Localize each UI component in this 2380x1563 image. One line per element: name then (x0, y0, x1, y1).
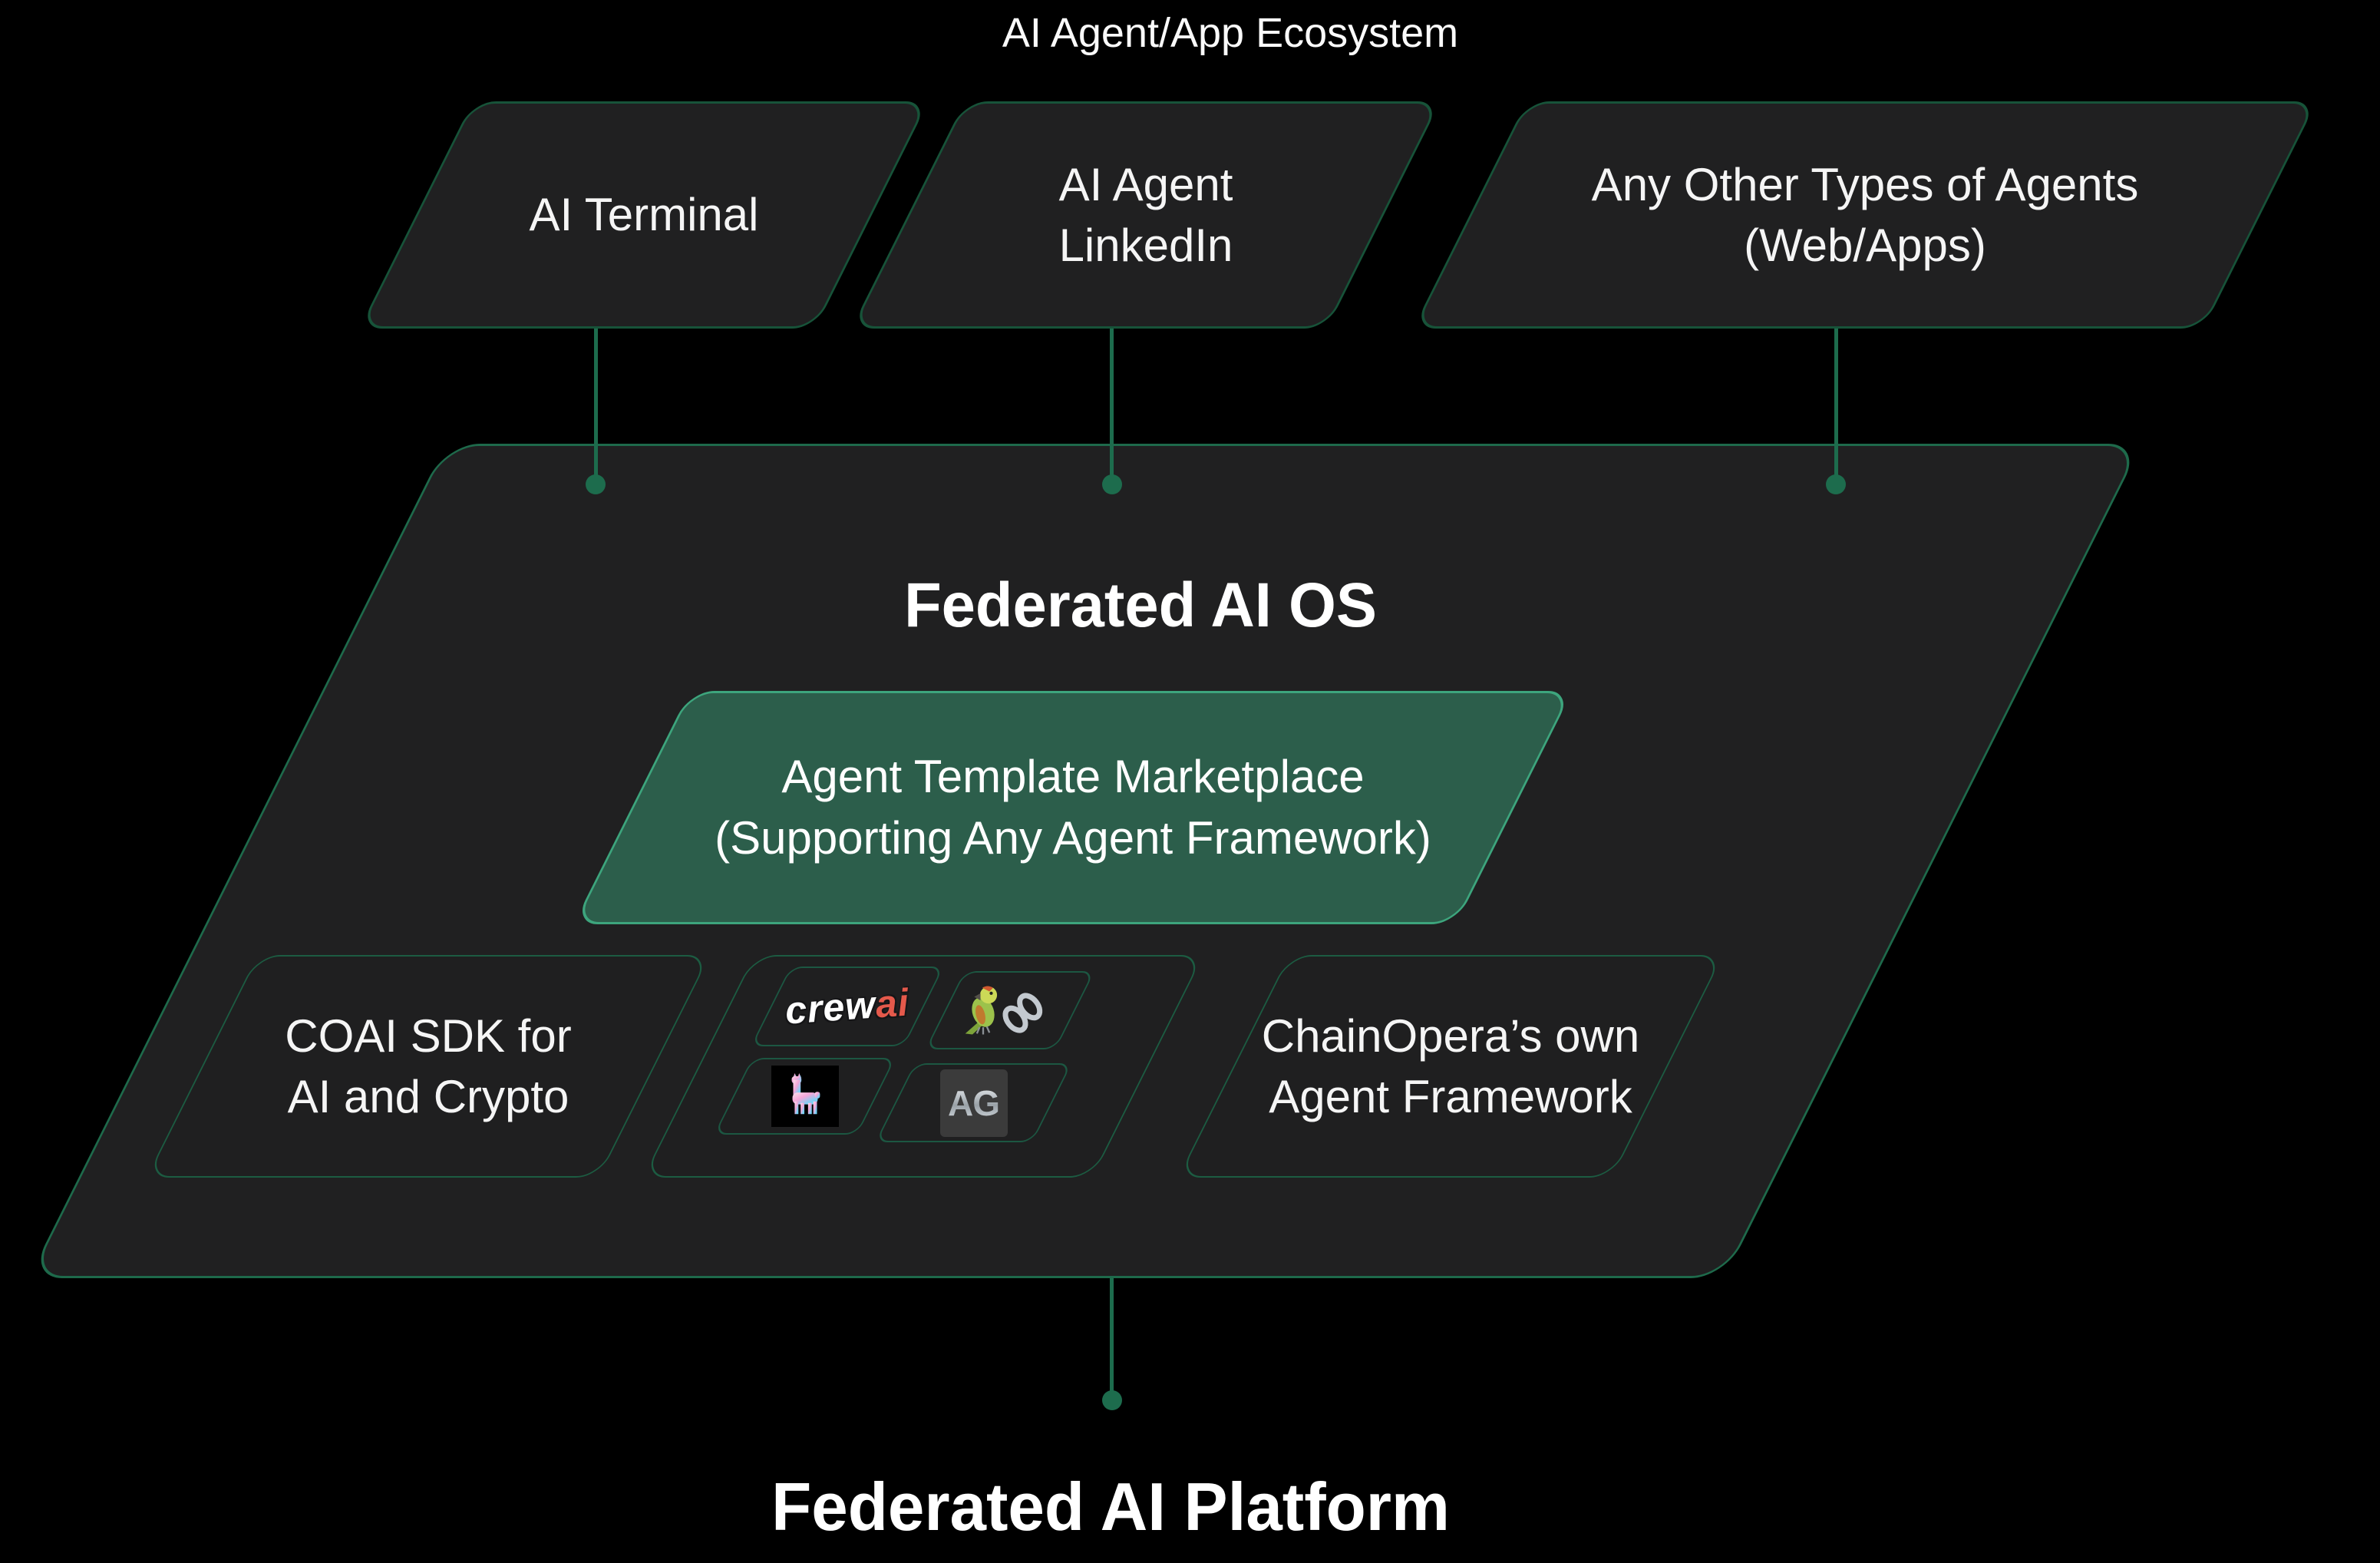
crewai-logo: crewai (784, 980, 911, 1033)
marketplace-label-line2: (Supporting Any Agent Framework) (715, 812, 1431, 864)
ai-agent-linkedin-label-line1: AI Agent (1058, 158, 1233, 210)
parrot-icon (965, 986, 998, 1035)
other-agents-box: Any Other Types of Agents (Web/Apps) (1412, 101, 2318, 329)
federated-ai-os-title: Federated AI OS (904, 570, 1377, 640)
ai-terminal-label: AI Terminal (529, 189, 759, 241)
connector-line-2 (1110, 329, 1114, 484)
chainopera-label-line1: ChainOpera’s own (1261, 1010, 1640, 1062)
autogen-tile: AG (875, 1063, 1072, 1142)
chainopera-framework-box: ChainOpera’s own Agent Framework (1177, 955, 1724, 1178)
connector-dot-2 (1102, 474, 1122, 494)
autogen-ag-logo: AG (939, 1069, 1008, 1137)
diagram-title: AI Agent/App Ecosystem (1002, 10, 1459, 56)
connector-line-1 (594, 329, 598, 484)
langchain-parrot-chain-icon (965, 986, 1043, 1035)
connector-dot-3 (1826, 474, 1846, 494)
crewai-tile: crewai (750, 967, 945, 1046)
other-agents-label-line2: (Web/Apps) (1744, 220, 1986, 271)
coai-sdk-label-line1: COAI SDK for (285, 1010, 572, 1062)
agent-template-marketplace-box: Agent Template Marketplace (Supporting A… (573, 691, 1573, 924)
ai-agent-linkedin-box: AI Agent LinkedIn (850, 101, 1441, 329)
connector-dot-1 (586, 474, 606, 494)
llama-logo (771, 1066, 839, 1127)
connector-line-bottom (1110, 1278, 1114, 1400)
coai-sdk-box: COAI SDK for AI and Crypto (146, 955, 711, 1178)
llama-tile (713, 1058, 896, 1135)
chain-link-icon (1002, 993, 1043, 1033)
ai-terminal-box: AI Terminal (358, 101, 929, 329)
chainopera-label-line2: Agent Framework (1269, 1071, 1632, 1122)
connector-line-3 (1834, 329, 1838, 484)
marketplace-label-line1: Agent Template Marketplace (781, 750, 1365, 802)
ai-agent-linkedin-label-line2: LinkedIn (1058, 220, 1233, 271)
other-agents-label-line1: Any Other Types of Agents (1591, 158, 2139, 210)
coai-sdk-label-line2: AI and Crypto (287, 1071, 569, 1122)
langchain-tile (925, 971, 1095, 1049)
federated-ai-platform-title: Federated AI Platform (771, 1469, 1450, 1545)
connector-dot-bottom (1102, 1390, 1122, 1410)
